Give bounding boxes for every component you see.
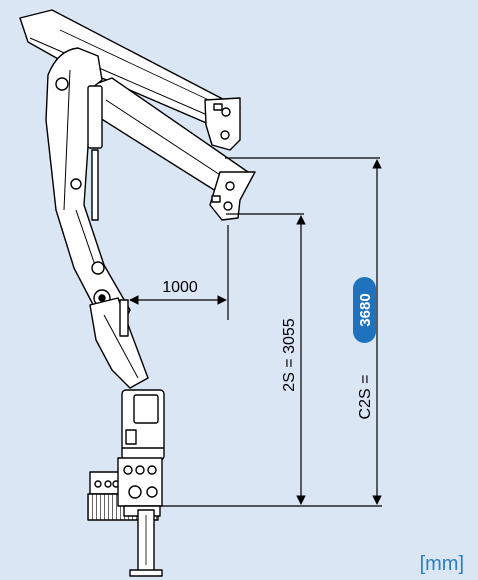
total-height-highlight-pill xyxy=(353,277,376,343)
unit-label: [mm] xyxy=(419,553,464,575)
main-column xyxy=(45,47,131,331)
total-height-value: 3680 xyxy=(357,293,374,326)
upper-boom-head xyxy=(204,97,241,151)
stroke-height-label: 2S = 3055 xyxy=(281,318,298,392)
horizontal-offset-label: 1000 xyxy=(162,279,198,296)
total-height-group: C2S = 3680 xyxy=(353,277,376,419)
dimension-lines xyxy=(129,157,382,507)
total-height-label: C2S = xyxy=(357,375,374,420)
crane-illustration xyxy=(19,9,256,577)
lower-boom-head xyxy=(209,171,256,221)
